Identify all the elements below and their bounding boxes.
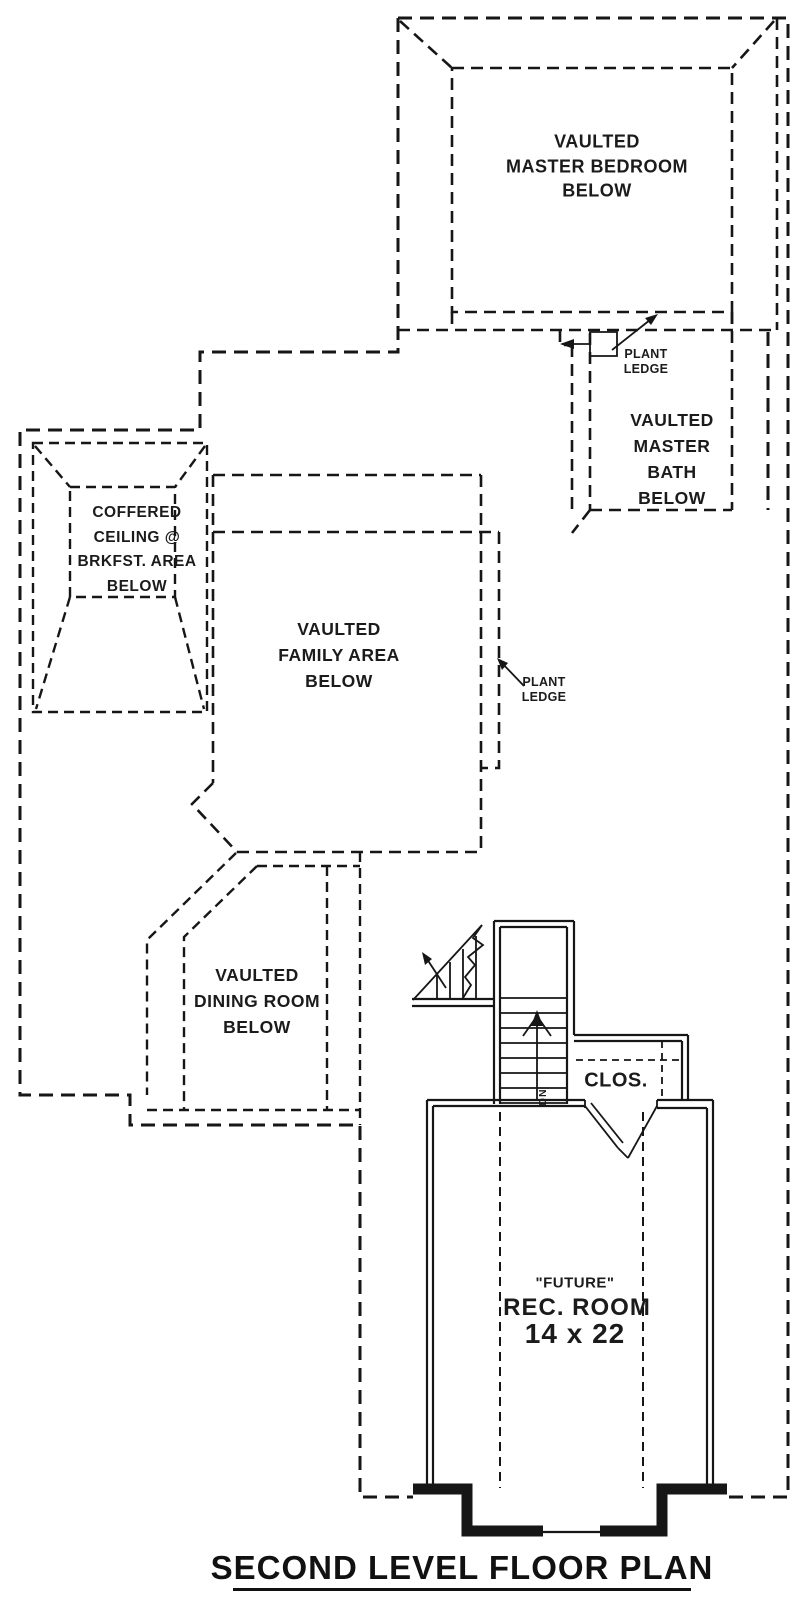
family-area-outline xyxy=(190,473,501,854)
closet-outline xyxy=(574,1033,690,1100)
stairs-down-label: DN xyxy=(537,1088,549,1106)
break-line xyxy=(462,924,485,999)
master-bedroom-label: VAULTED MASTER BEDROOM BELOW xyxy=(506,131,688,201)
plant-ledge-upper-diag-arrow xyxy=(611,315,656,351)
rec-room-label: REC. ROOM xyxy=(503,1294,651,1321)
arrow-head xyxy=(497,658,508,670)
rec-room-future-label: "FUTURE" xyxy=(535,1274,615,1292)
master-bath-outline xyxy=(558,312,734,534)
plant-ledge-lower-label: PLANT LEDGE xyxy=(521,675,567,704)
door-swing xyxy=(584,1100,658,1159)
plant-ledge-upper-label: PLANT LEDGE xyxy=(623,347,669,376)
sheet-title-underline xyxy=(233,1588,691,1591)
dining-room-label: VAULTED DINING ROOM BELOW xyxy=(193,965,321,1037)
dining-room-outline xyxy=(145,852,362,1125)
outer-roof-outline xyxy=(18,16,790,1499)
rec-room-dimensions: 14 x 22 xyxy=(524,1318,626,1349)
family-area-label: VAULTED FAMILY AREA BELOW xyxy=(278,619,400,691)
coffered-ceiling-outline xyxy=(31,441,209,714)
arrow-head xyxy=(645,314,658,325)
stair-cut-edge xyxy=(412,924,483,1001)
staircase xyxy=(412,919,576,1104)
closet-label: CLOS. xyxy=(584,1069,648,1092)
arrow-head xyxy=(531,1010,543,1026)
rec-room-walls xyxy=(413,1098,727,1542)
master-bath-label: VAULTED MASTER BATH BELOW xyxy=(630,410,714,508)
arrow-head xyxy=(422,952,432,965)
sheet-title: SECOND LEVEL FLOOR PLAN xyxy=(210,1549,714,1586)
coffered-ceiling-label: COFFERED CEILING @ BRKFST. AREA BELOW xyxy=(77,504,197,595)
plant-ledge-lower-callout xyxy=(497,658,525,687)
